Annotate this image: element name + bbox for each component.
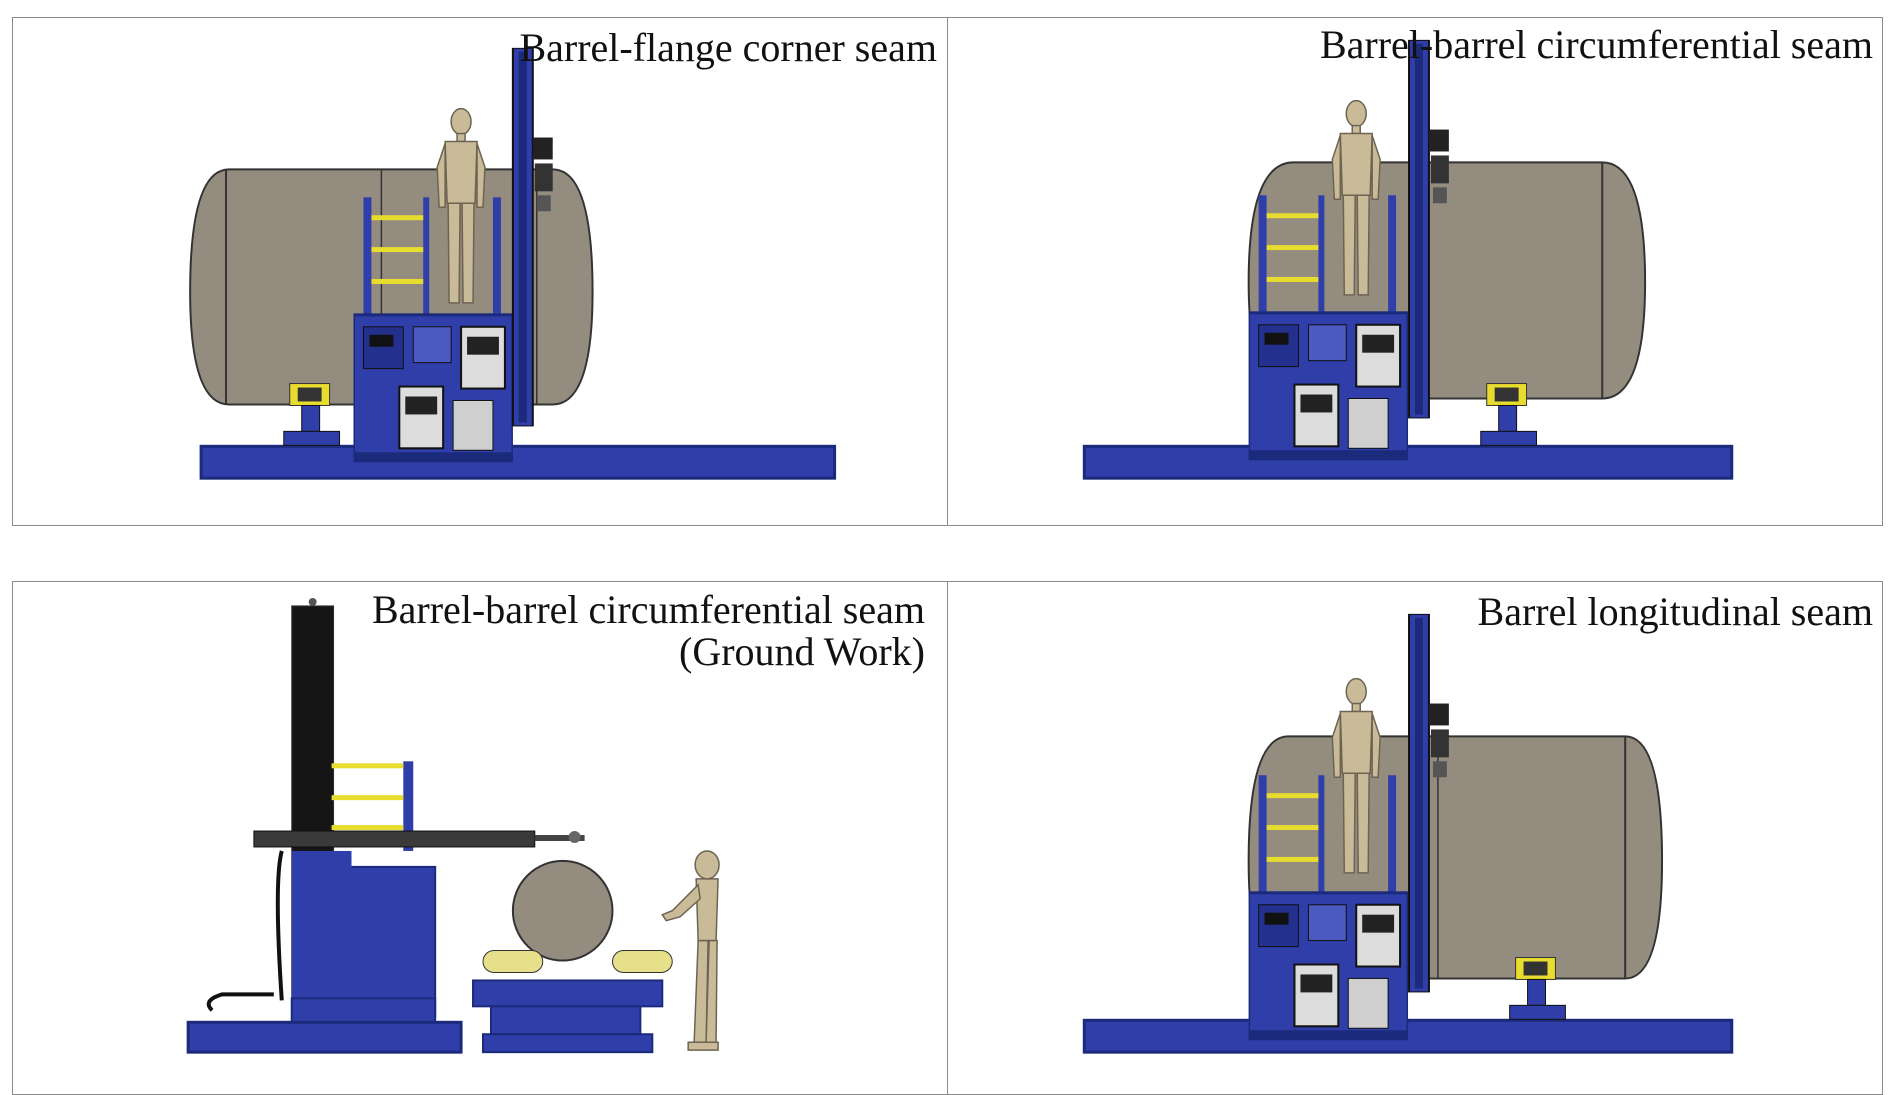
boom-arm (253, 830, 536, 848)
barrel-barrel-scene (1082, 39, 1734, 480)
barrel (511, 859, 614, 962)
caption-ground-work-line1: Barrel-barrel circumferential seam (371, 587, 925, 632)
top-panel-divider (947, 18, 948, 525)
bottom-panel-divider (947, 582, 948, 1094)
bottom-panel: Barrel-barrel circumferential seam (Grou… (12, 581, 1883, 1095)
base-rail (1082, 1018, 1734, 1054)
panel-barrel-barrel-circumferential-seam-ground-work: Barrel-barrel circumferential seam (Grou… (13, 582, 947, 1094)
caption-ground-work-line2: (Ground Work) (679, 629, 925, 674)
roller-bed (472, 979, 664, 1008)
barrel-flange-scene (189, 47, 837, 480)
ground-work-scene (186, 597, 720, 1054)
panel-barrel-barrel-circumferential-seam: Barrel-barrel circumferential seam (948, 18, 1883, 525)
panel-barrel-longitudinal-seam: Barrel longitudinal seam (948, 582, 1883, 1094)
caption-barrel-barrel-circumferential-seam: Barrel-barrel circumferential seam (1319, 22, 1873, 67)
caption-barrel-longitudinal-seam: Barrel longitudinal seam (1477, 589, 1873, 634)
base-rail (199, 444, 837, 480)
caption-barrel-flange-corner-seam: Barrel-flange corner seam (519, 25, 937, 70)
top-panel: Barrel-flange corner seam Barrel-barrel … (12, 17, 1883, 526)
base-rail (186, 1020, 463, 1054)
standing-operator (661, 850, 720, 1051)
longitudinal-scene (1082, 613, 1734, 1054)
base-rail (1082, 444, 1734, 480)
panel-barrel-flange-corner-seam: Barrel-flange corner seam (13, 18, 947, 525)
